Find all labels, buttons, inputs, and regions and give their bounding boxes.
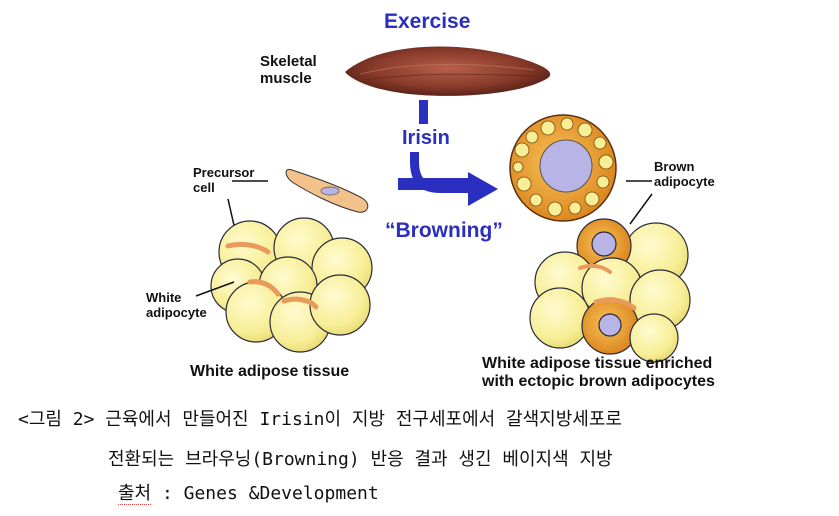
precursor-cell-label: Precursor cell [193,165,255,196]
caption-line2: 전환되는 브라우닝(Browning) 반응 결과 생긴 베이지색 지방 [108,449,613,470]
skeletal-muscle-line1: Skeletal [260,53,317,70]
arrow-shaft-top [419,100,428,124]
skeletal-muscle-shape [345,46,551,96]
precursor-line1: Precursor [193,165,255,180]
irisin-label: Irisin [402,127,450,149]
diagram-graphics [195,46,691,363]
caption-source: 출처 : Genes &Development [118,479,379,505]
brown-adipocyte-large [509,114,617,222]
exercise-label: Exercise [384,10,471,33]
white-adipocyte-line1: White [146,290,182,305]
skeletal-muscle-line2: muscle [260,70,312,88]
white-adipocyte-line2: adipocyte [146,304,207,320]
browning-label: “Browning” [385,219,503,242]
white-adipocyte-label: White adipocyte [146,290,207,321]
brown-adipocyte-line2: adipocyte [654,173,715,189]
source-text: : Genes &Development [151,483,379,504]
enriched-tissue-label: White adipose tissue enriched with ectop… [482,355,802,392]
white-adipose-cluster [210,217,373,353]
skeletal-muscle-label: Skeletal muscle [260,53,317,88]
arrow-head [468,172,498,206]
caption-line1: <그림 2> 근육에서 만들어진 Irisin이 지방 전구세포에서 갈색지방세… [18,409,622,430]
precursor-line2: cell [193,179,215,195]
brown-adipocyte-line1: Brown [654,159,695,174]
white-adipose-tissue-label: White adipose tissue [190,363,350,380]
brown-adipocyte-label: Brown adipocyte [654,159,715,190]
browning-diagram: Exercise Skeletal muscle Irisin “Brownin… [146,10,802,392]
enriched-line2: with ectopic brown adipocytes [482,373,715,391]
enriched-adipose-cluster [529,218,691,363]
source-label: 출처 [118,483,152,505]
enriched-line1: White adipose tissue enriched [482,355,713,372]
